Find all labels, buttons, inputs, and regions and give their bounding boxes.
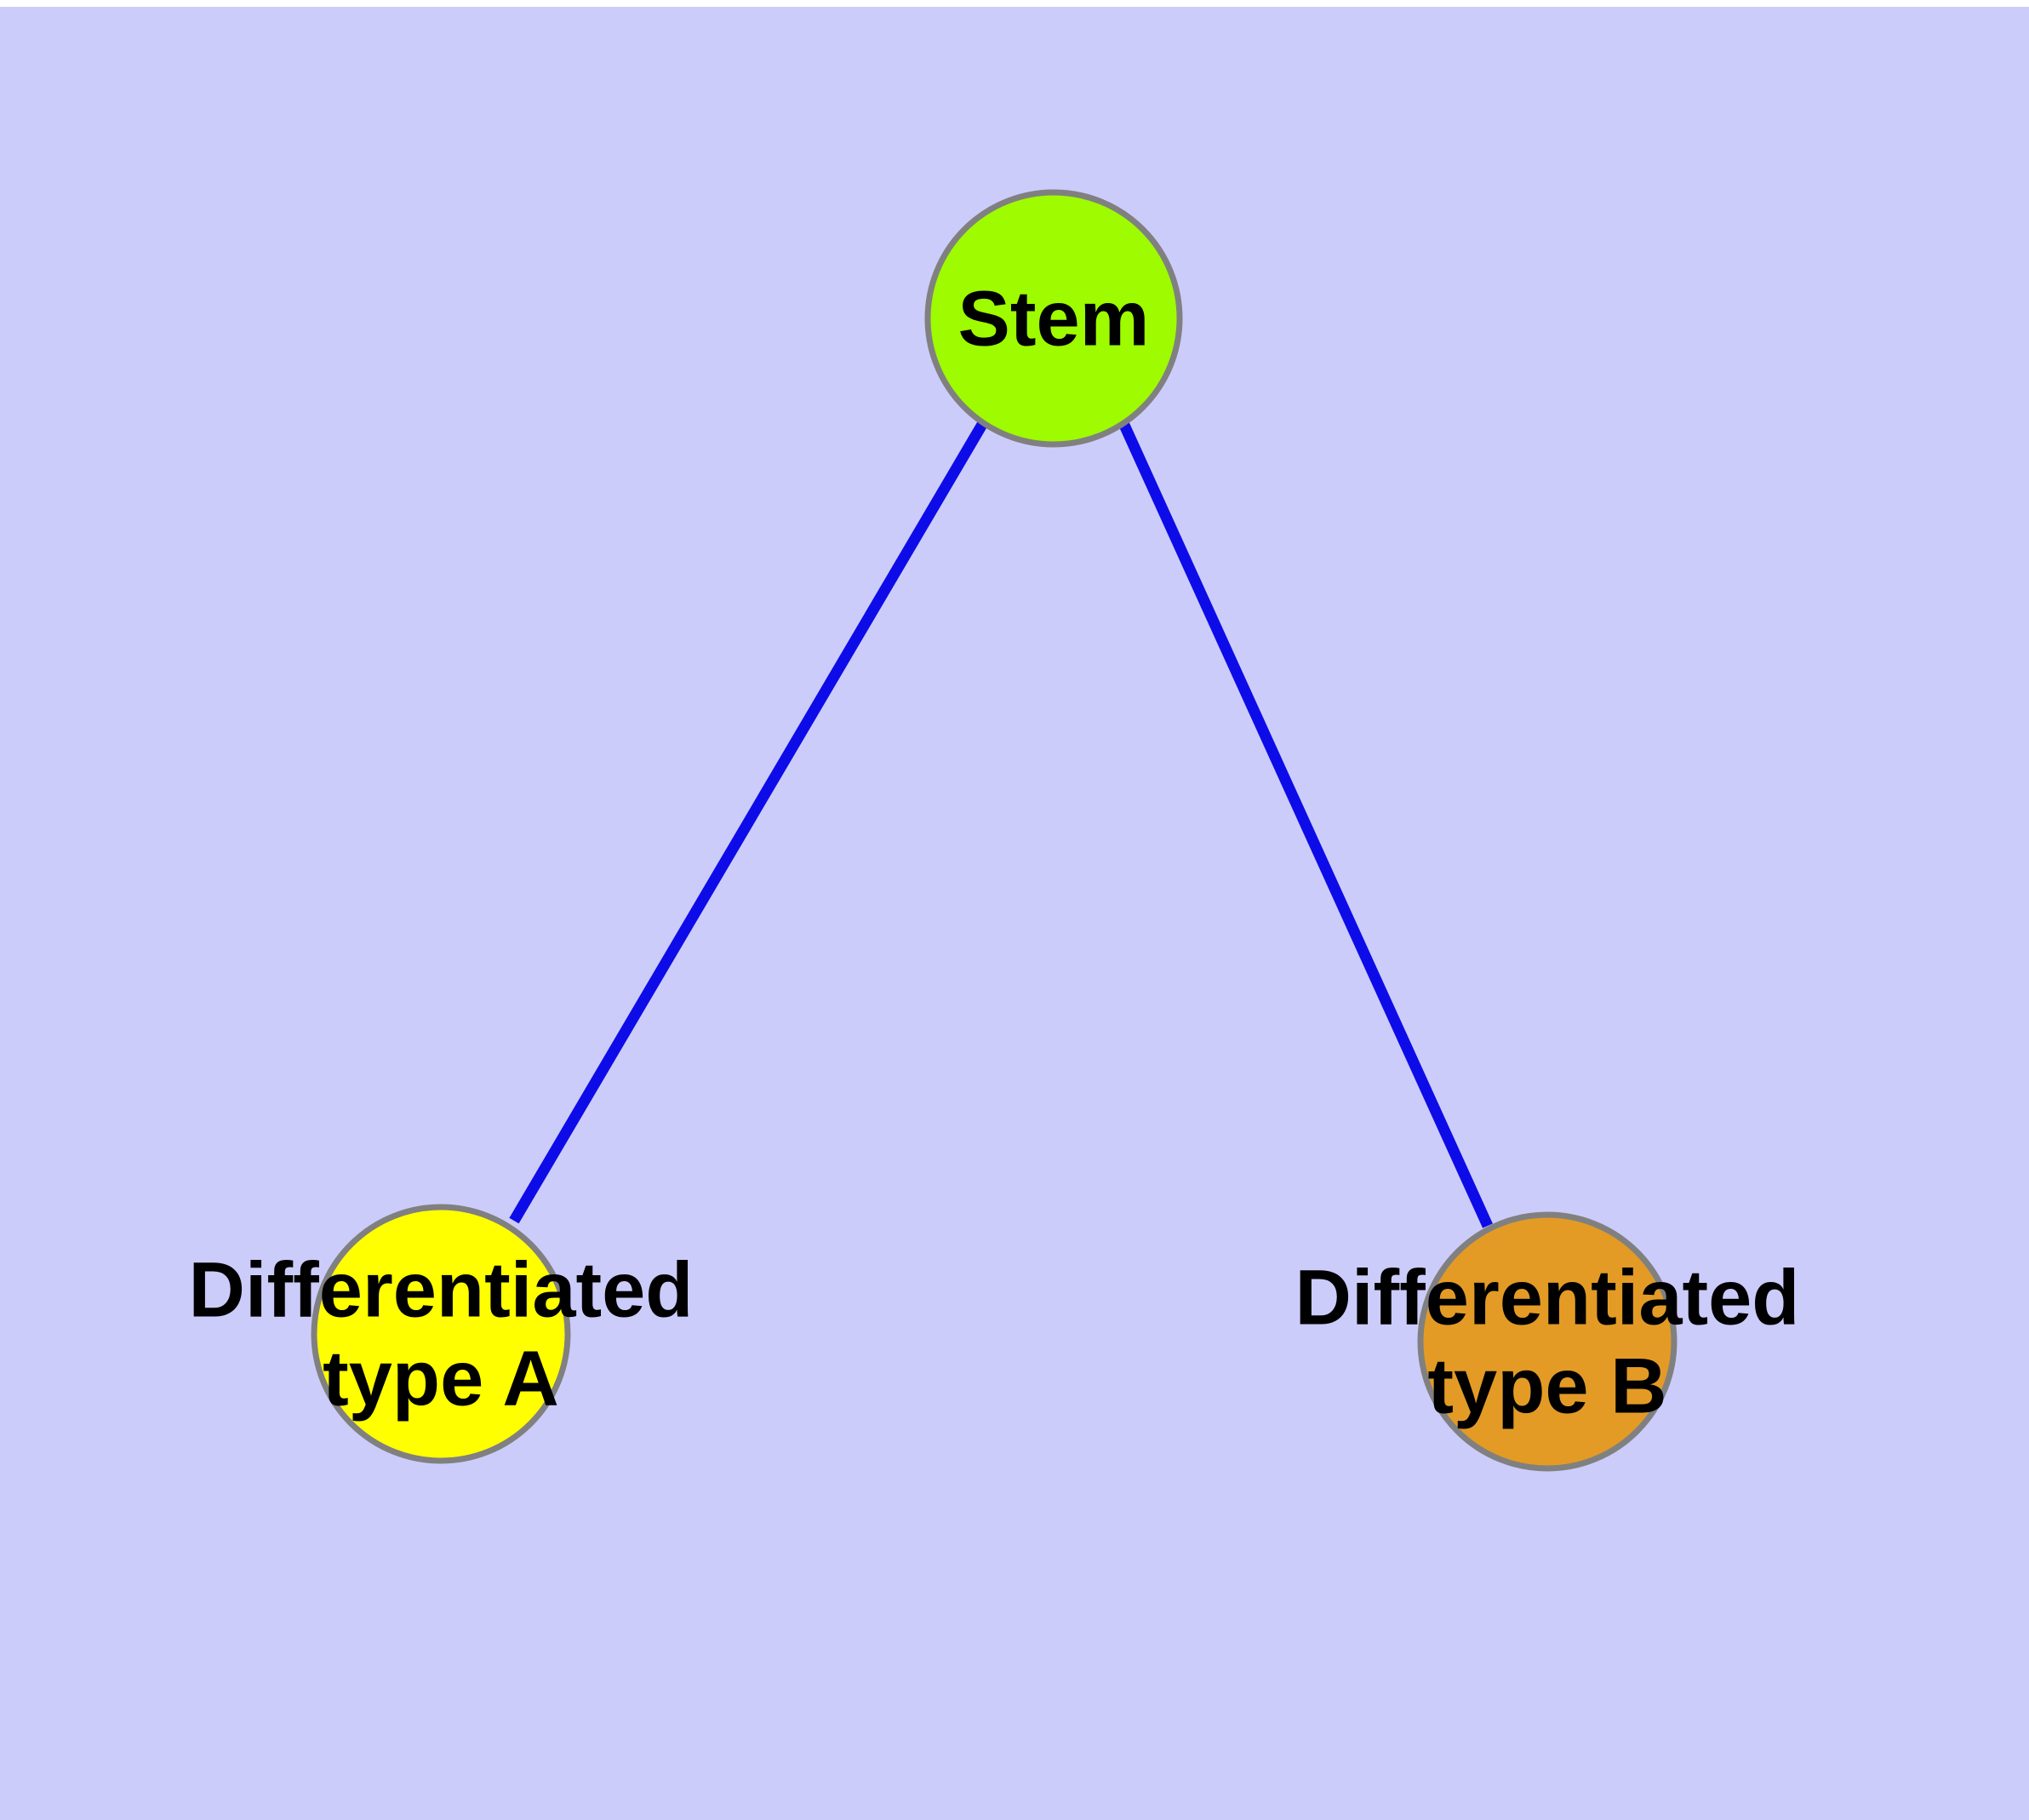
node-differentiated-type-b[interactable] [1417,1211,1677,1472]
node-stem-label: Stem [958,275,1150,362]
node-differentiated-type-a-circle[interactable] [311,1204,571,1464]
label-line: Stem [958,275,1150,362]
node-stem-circle[interactable] [924,189,1183,448]
label-line: Differentiated [1295,1254,1800,1341]
node-stem[interactable] [924,189,1183,448]
node-differentiated-type-a[interactable] [311,1204,571,1464]
label-line: type A [323,1335,559,1422]
edges-layer [509,420,1493,1228]
edge-stem-to-differentiated-type-b[interactable] [1118,421,1493,1228]
node-differentiated-type-b-circle[interactable] [1417,1211,1677,1472]
label-line: type B [1427,1342,1666,1429]
label-line: Differentiated [189,1246,694,1333]
edge-stem-to-differentiated-type-a[interactable] [509,420,988,1224]
nodes-layer [311,189,1677,1472]
